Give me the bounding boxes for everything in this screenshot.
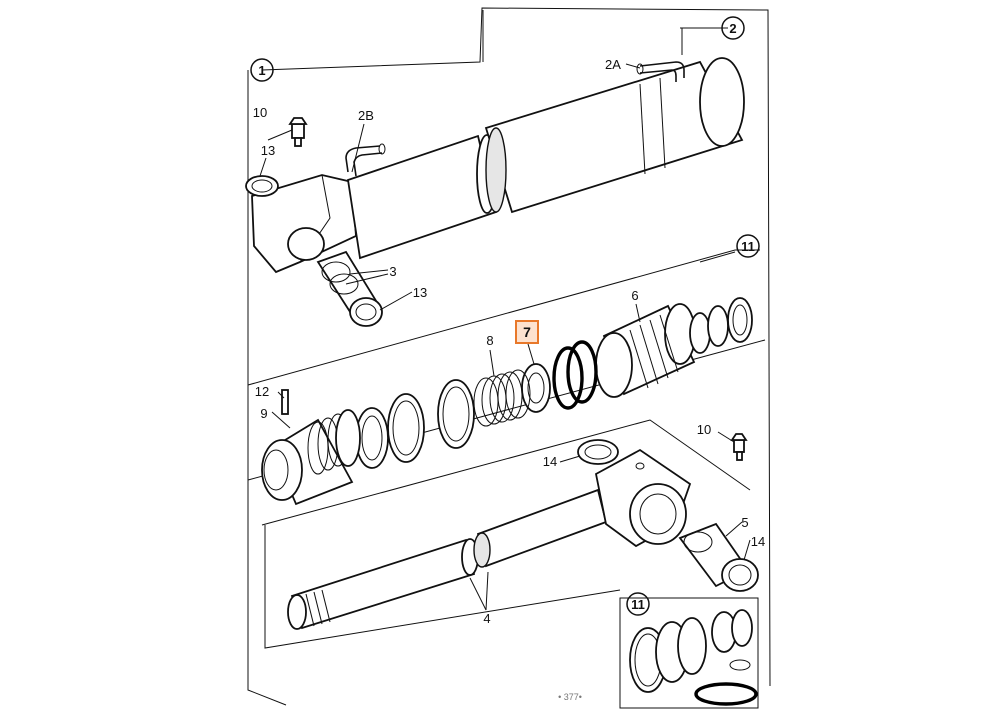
callout-circle-1 [250,58,274,82]
label-10-right: 10 [697,422,711,437]
label-13-bottom: 13 [413,285,427,300]
callout-circle-2 [721,16,745,40]
footer-text: • 377• [558,692,582,702]
label-11-inset: 11 [631,597,645,612]
cylinder-barrel [245,57,745,327]
label-14-right: 14 [751,534,765,549]
label-3: 3 [389,264,396,279]
label-11: 11 [741,239,755,254]
leader-lines [259,27,751,611]
label-2A: 2A [605,57,621,72]
inset-seal-kit [629,609,758,706]
piston-and-seals [261,297,753,506]
callout-labels: 1 2 2A 2B 10 13 3 13 11 6 7 8 12 9 10 14… [250,16,765,702]
label-12: 12 [255,384,269,399]
label-1: 1 [258,63,265,78]
label-13-top: 13 [261,143,275,158]
callout-circle-11 [736,234,760,258]
label-2: 2 [729,21,736,36]
callout-circle-11-inset [626,592,650,616]
label-7: 7 [523,324,531,340]
label-6: 6 [631,288,638,303]
label-9: 9 [260,406,267,421]
highlight-box-7 [515,320,539,344]
label-5: 5 [741,515,748,530]
label-10-top: 10 [253,105,267,120]
piston-rod [287,433,759,630]
label-4: 4 [483,611,490,626]
label-14-top: 14 [543,454,557,469]
label-8: 8 [486,333,493,348]
label-2B: 2B [358,108,374,123]
